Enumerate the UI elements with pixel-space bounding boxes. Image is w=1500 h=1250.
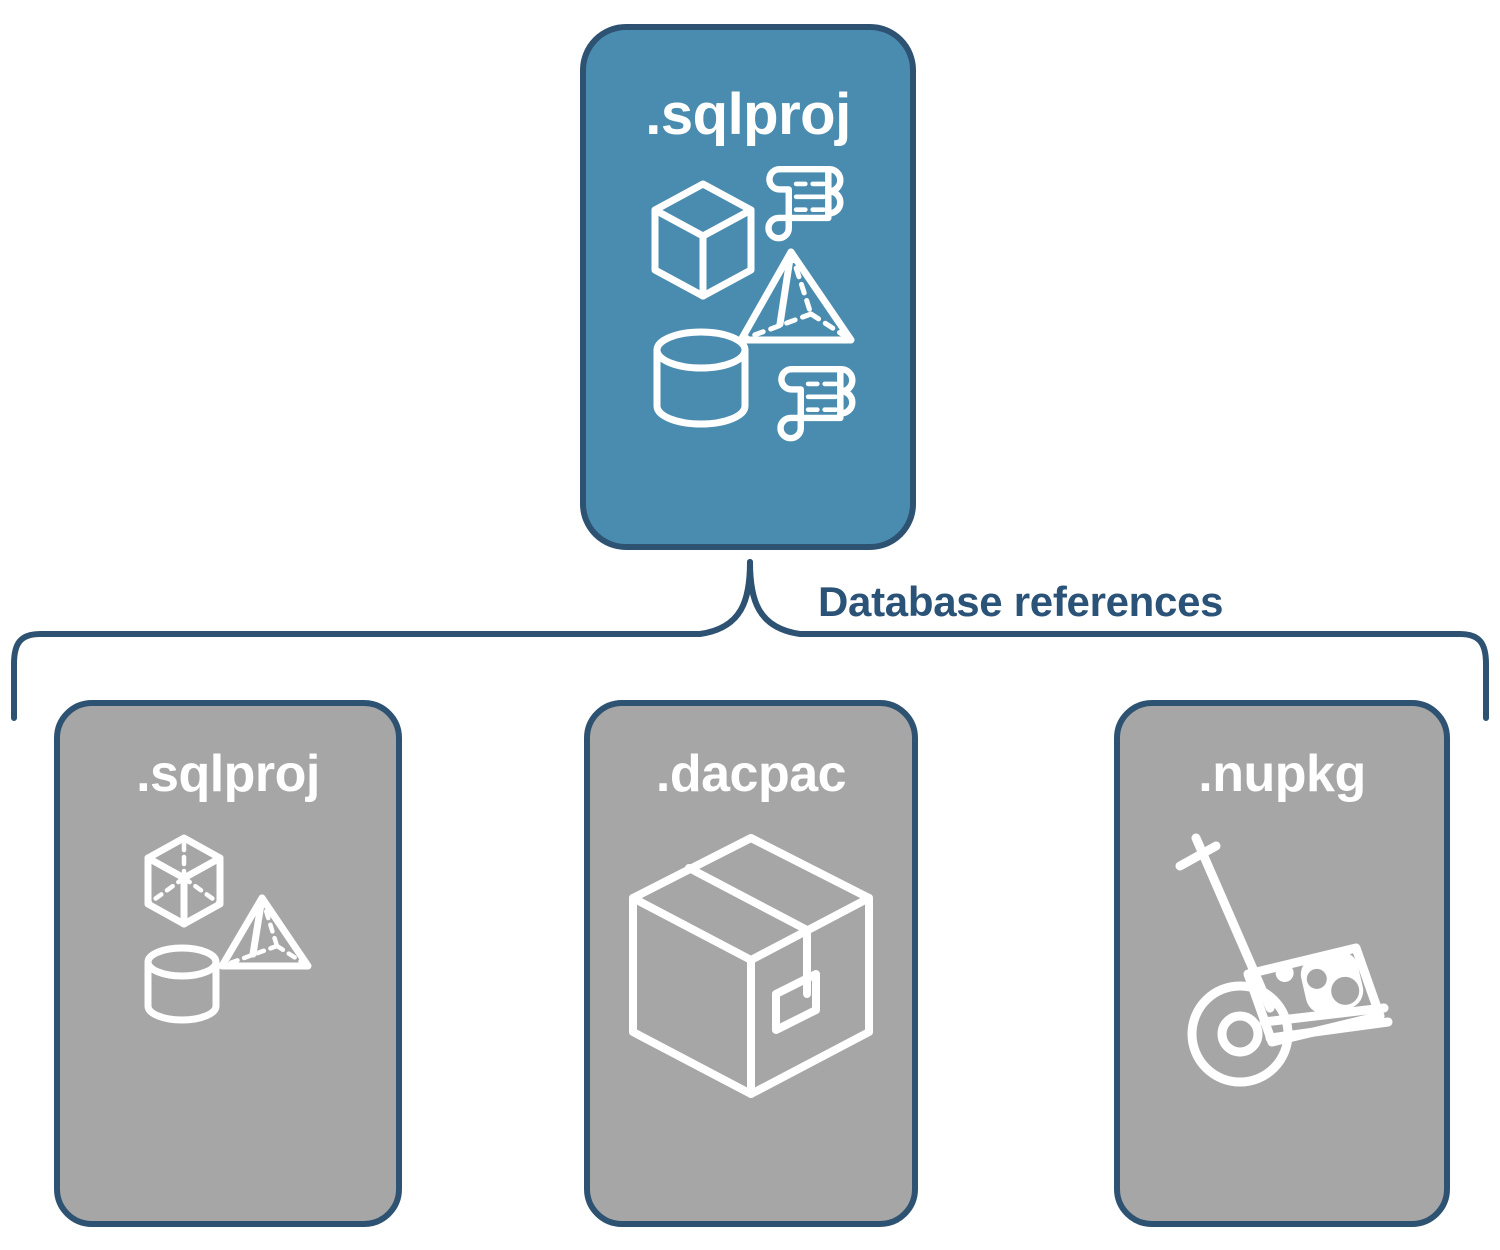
sqlproj-shapes-group	[651, 165, 856, 442]
cylinder-icon	[144, 944, 220, 1024]
scroll-icon	[777, 365, 856, 442]
package-box-icon	[629, 834, 873, 1098]
child-card-sqlproj[interactable]: .sqlproj	[54, 700, 402, 1227]
hand-truck-nuget-icon	[1175, 833, 1393, 1087]
child-card-title-nupkg: .nupkg	[1198, 745, 1366, 803]
parent-card-title: .sqlproj	[645, 82, 851, 147]
child-card-artwork-sqlproj	[60, 800, 396, 1221]
cube-icon	[144, 834, 224, 928]
connector-label-database-references: Database references	[818, 578, 1224, 625]
child-card-title-sqlproj: .sqlproj	[136, 745, 320, 803]
cube-icon	[651, 180, 755, 300]
child-card-artwork-nupkg	[1120, 800, 1444, 1221]
parent-card-artwork	[586, 144, 910, 544]
child-card-nupkg[interactable]: .nupkg	[1114, 700, 1450, 1227]
child-card-dacpac[interactable]: .dacpac	[584, 700, 918, 1227]
pyramid-icon	[218, 894, 312, 970]
child-card-title-dacpac: .dacpac	[655, 745, 847, 803]
cylinder-icon	[653, 328, 749, 428]
sqlproj-shapes-group	[144, 834, 312, 1024]
scroll-icon	[765, 165, 844, 242]
pyramid-icon	[737, 248, 855, 344]
parent-card-sqlproj[interactable]: .sqlproj	[580, 24, 916, 550]
child-card-artwork-dacpac	[590, 800, 912, 1221]
nuget-logo-holes	[1306, 968, 1360, 1005]
